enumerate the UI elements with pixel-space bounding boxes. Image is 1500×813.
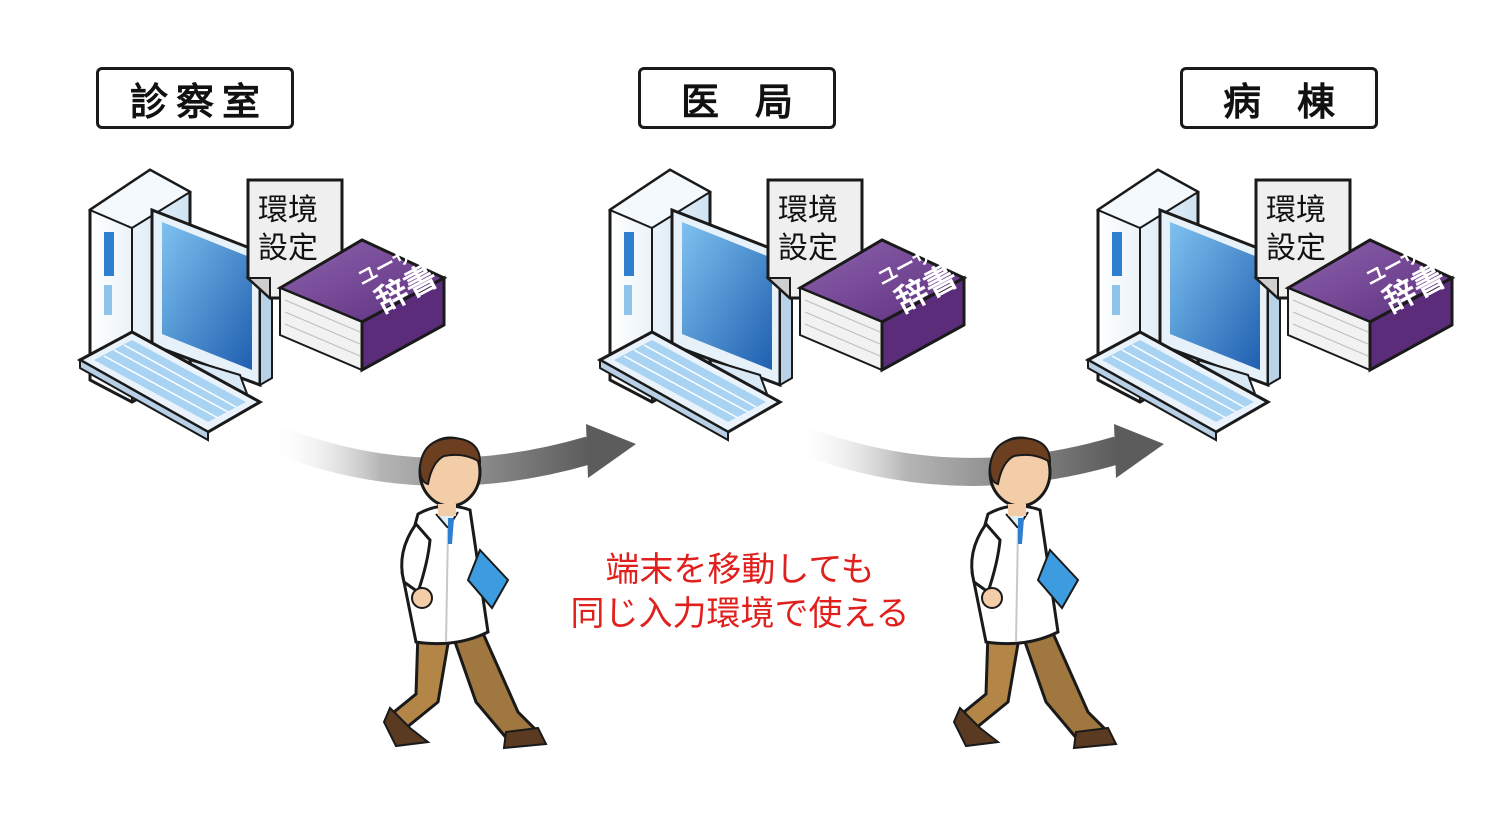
caption-line-1: 端末を移動しても bbox=[605, 550, 875, 590]
caption-line-2: 同じ入力環境で使える bbox=[570, 594, 910, 634]
note-text-left-1: 環境 bbox=[258, 193, 318, 228]
arrow-right bbox=[786, 423, 1164, 486]
note-text-center-2: 設定 bbox=[778, 231, 838, 266]
note-text-center-1: 環境 bbox=[778, 193, 838, 228]
location-label-exam-room: 診察室 bbox=[96, 67, 294, 129]
location-label-medical-office: 医局 bbox=[638, 67, 836, 129]
note-text-right-1: 環境 bbox=[1266, 193, 1326, 228]
note-text-left-2: 設定 bbox=[258, 231, 318, 266]
note-text-right-2: 設定 bbox=[1266, 231, 1326, 266]
caption: 端末を移動しても 同じ入力環境で使える bbox=[530, 548, 950, 636]
location-label-ward: 病棟 bbox=[1180, 67, 1378, 129]
